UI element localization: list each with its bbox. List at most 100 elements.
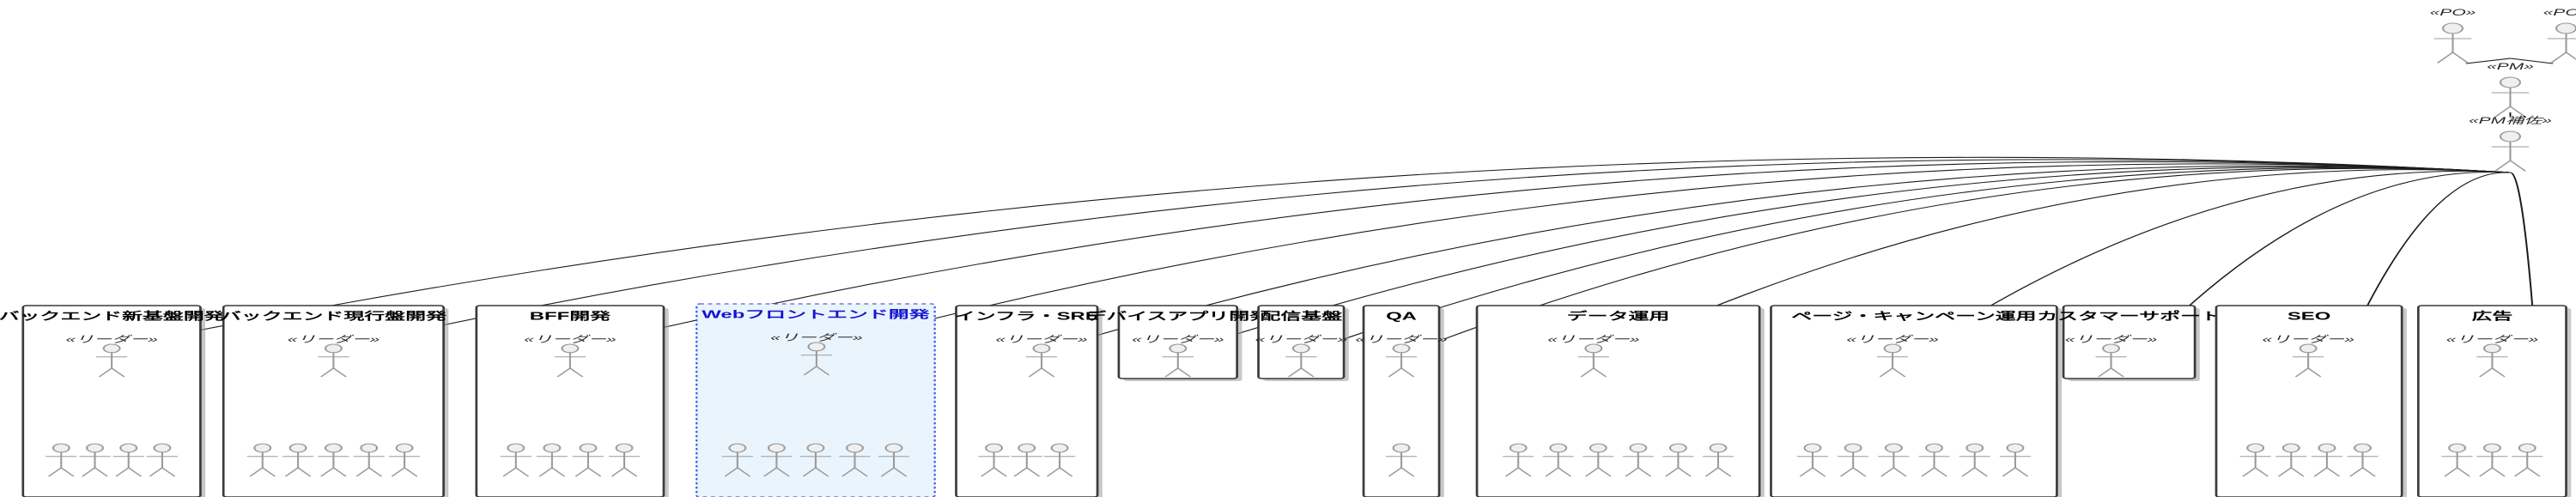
actor-member-6	[1999, 443, 2032, 477]
group-border[interactable]	[1475, 305, 1761, 497]
actor-leg-right	[2325, 467, 2341, 477]
leader-stereotype-label: «リーダー»	[1846, 334, 1939, 344]
actor-leg-left	[1545, 467, 1559, 477]
actor-leg-left	[724, 467, 738, 477]
actor-leg-right	[2509, 106, 2526, 118]
leader-stereotype-label: «リーダー»	[2262, 334, 2354, 344]
actor-member-1	[45, 443, 77, 477]
group-title-label: Webフロントエンド開発	[702, 308, 930, 321]
actor-member-3	[572, 443, 605, 477]
actor-member-2	[282, 443, 314, 477]
actor-leg-right	[60, 467, 75, 477]
actor-leg-right	[127, 467, 142, 477]
actor-leg-right	[2526, 467, 2541, 477]
group-web-frontend-development: Webフロントエンド開発 «リーダー»	[696, 303, 936, 497]
actor-leg-left	[1799, 467, 1814, 477]
actor-leader	[1876, 343, 1909, 378]
actor-head-icon	[2448, 443, 2467, 453]
actor-head-icon	[806, 443, 825, 453]
actor-head-icon	[2006, 443, 2025, 453]
edge-pm-assistant-to-delivery-platform	[1343, 167, 2511, 340]
group-border[interactable]	[1257, 305, 1346, 379]
group-border[interactable]	[222, 305, 445, 497]
actor-head-icon	[1392, 343, 1411, 354]
actor-leg-right	[2491, 367, 2506, 378]
actor-leg-right	[1400, 467, 1415, 477]
actor-leg-right	[111, 367, 125, 378]
actor-head-icon	[1169, 343, 1188, 354]
edge-pm-assistant-to-web-frontend-development	[859, 163, 2511, 338]
actor-member-4	[353, 443, 386, 477]
edge-pm-assistant-to-customer-support	[2153, 171, 2511, 340]
actor-leg-right	[1677, 467, 1692, 477]
group-border[interactable]	[1117, 305, 1239, 379]
leader-stereotype-label: «リーダー»	[770, 332, 863, 342]
actor-leg-right	[332, 467, 347, 477]
actor-head-icon	[1803, 443, 1822, 453]
actor-leg-right	[94, 467, 108, 477]
pm-assistant-stereotype-label: «PM補佐»	[2469, 115, 2552, 125]
actor-leg-left	[538, 467, 553, 477]
actor-leg-right	[568, 367, 584, 378]
actor-leg-right	[368, 467, 382, 477]
actor-leg-left	[2098, 367, 2112, 378]
actor-leg-right	[1040, 367, 1055, 378]
actor-head-icon	[2555, 22, 2576, 34]
actor-leg-left	[1921, 467, 1935, 477]
group-border[interactable]	[2062, 305, 2196, 379]
group-title-label: デバイスアプリ開発	[1086, 310, 1272, 323]
group-bff-development: BFF開発«リーダー»	[475, 305, 669, 497]
actor-member-4	[2347, 443, 2379, 477]
group-delivery-platform: 配信基盤«リーダー»	[1255, 305, 1349, 381]
actor-leg-left	[149, 467, 163, 477]
actor-member-2	[1837, 443, 1869, 477]
actor-leg-left	[355, 467, 370, 477]
actor-head-icon	[1589, 443, 1607, 453]
actor-po-1	[2433, 22, 2472, 64]
actor-leg-right	[814, 467, 829, 477]
top-level-edges	[2465, 58, 2554, 117]
actor-leg-right	[2509, 160, 2526, 172]
actor-head-icon	[579, 443, 598, 453]
actor-leg-left	[1505, 467, 1520, 477]
actor-head-icon	[1925, 443, 1944, 453]
actor-leg-left	[1288, 367, 1303, 378]
leader-stereotype-label: «リーダー»	[1547, 334, 1640, 344]
edge-pm-assistant-to-qa	[1443, 167, 2511, 340]
actor-head-icon	[1032, 343, 1051, 354]
group-border[interactable]	[696, 303, 936, 497]
actor-member-3	[1043, 443, 1076, 477]
group-title-label: QA	[1386, 311, 1417, 323]
group-border[interactable]	[1770, 305, 2058, 497]
group-device-app-development: デバイスアプリ開発 «リーダー»	[1086, 305, 1272, 381]
actor-head-icon	[884, 443, 903, 453]
actor-leg-left	[2479, 367, 2494, 378]
group-title-label: インフラ・SRE	[955, 311, 1099, 323]
actor-leg-right	[514, 467, 529, 477]
actor-leg-left	[2444, 467, 2458, 477]
group-border[interactable]	[1362, 305, 1441, 497]
group-title-label: SEO	[2287, 311, 2331, 323]
actor-leg-right	[1893, 467, 1907, 477]
actor-leg-left	[1028, 367, 1043, 378]
actor-member-2	[761, 443, 793, 477]
actor-head-icon	[153, 443, 172, 453]
leader-stereotype-label: «リーダー»	[1132, 334, 1224, 344]
actor-leg-left	[1625, 467, 1639, 477]
actor-leader	[1162, 343, 1194, 378]
actor-head-icon	[1629, 443, 1648, 453]
actor-leg-left	[802, 467, 817, 477]
actor-head-icon	[360, 443, 379, 453]
actor-leg-right	[1025, 467, 1040, 477]
actor-leg-right	[623, 467, 638, 477]
actor-member-2	[1011, 443, 1043, 477]
edge-pm-assistant-to-data-operations	[1635, 169, 2511, 340]
actor-head-icon	[102, 343, 121, 354]
actor-leg-right	[1059, 467, 1073, 477]
actor-leader	[1577, 343, 1610, 378]
actor-leg-right	[403, 467, 418, 477]
actor-head-icon	[2354, 443, 2372, 453]
actor-leg-right	[1637, 467, 1652, 477]
actor-member-1	[2441, 443, 2473, 477]
